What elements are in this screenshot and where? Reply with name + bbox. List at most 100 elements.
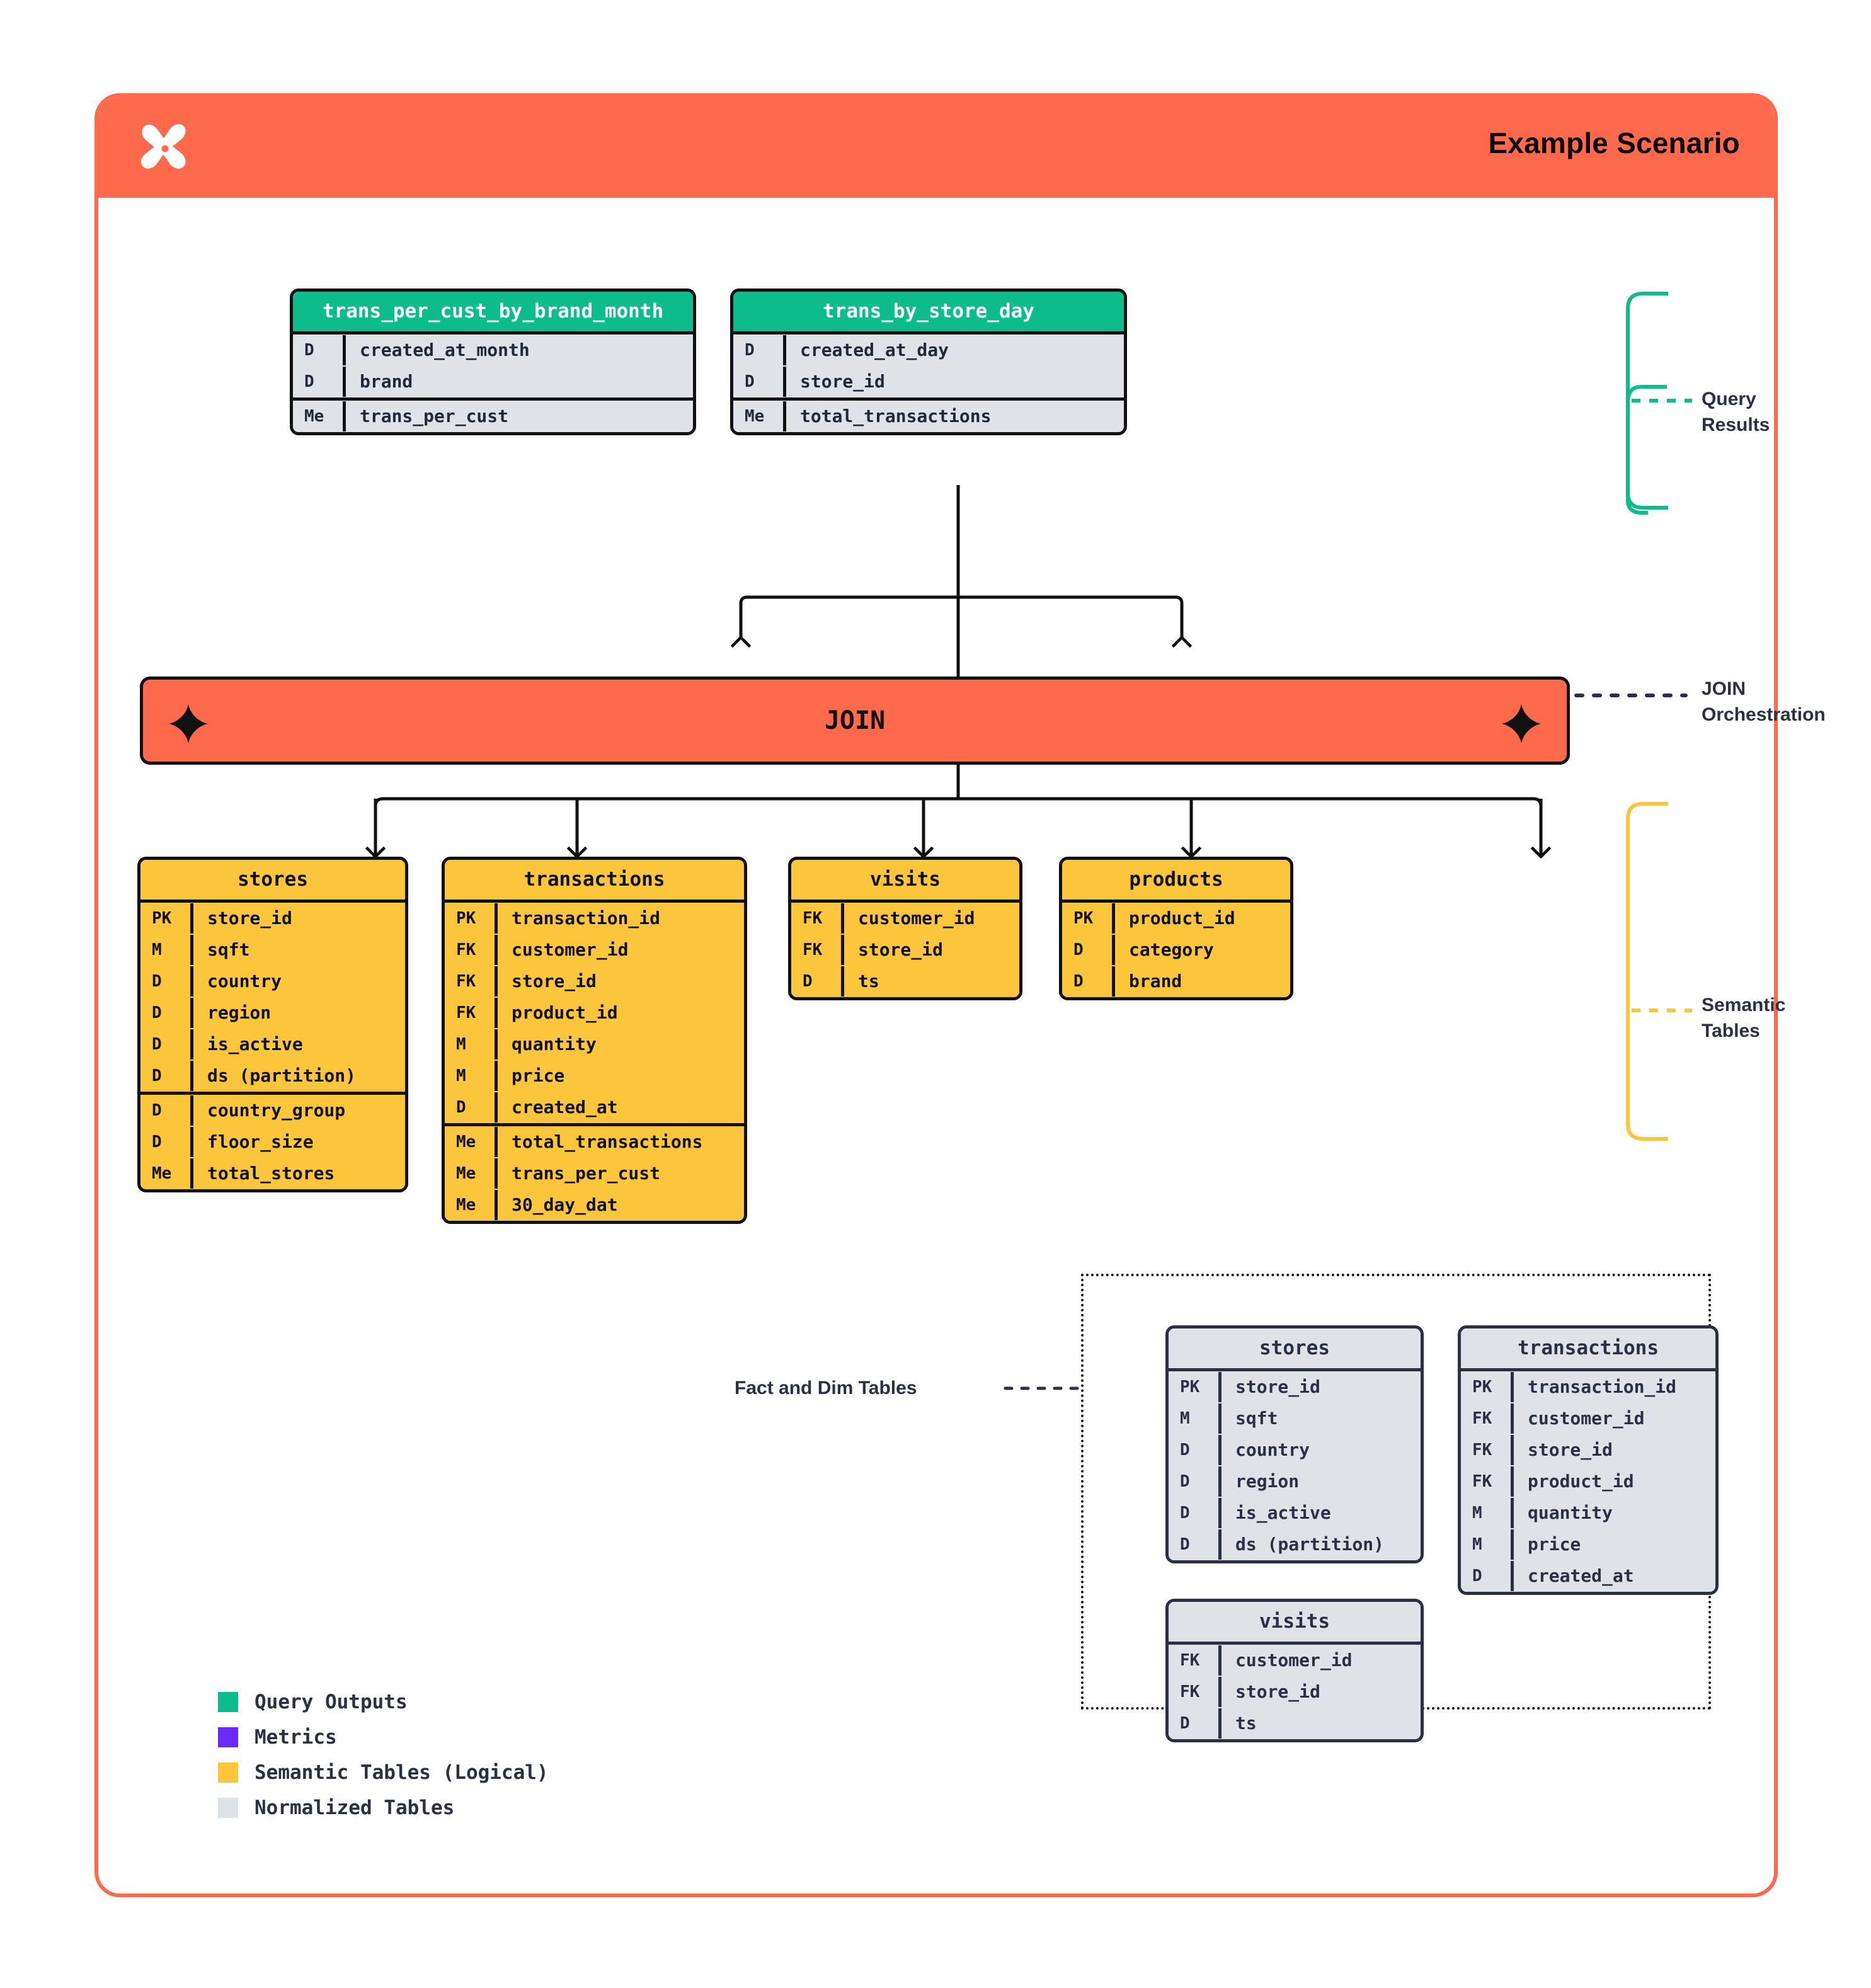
table-row: D created_at_day [733,334,1124,366]
annotation-line-1: JOIN [1702,678,1746,699]
annotation-fact-and-dim: Fact and Dim Tables [735,1378,917,1398]
legend-swatch-normalized-tables [218,1798,238,1818]
field-kind: D [445,1092,498,1123]
field-name: trans_per_cust [512,1162,661,1184]
table-row: D created_at_month [293,334,693,366]
field-kind: D [140,1095,193,1126]
field-name: store_id [207,907,292,928]
connector-edges [365,292,1692,1390]
table-title: stores [1169,1328,1421,1368]
field-name: sqft [1235,1407,1278,1429]
legend-item: Query Outputs [218,1691,549,1713]
field-kind: D [1062,934,1115,965]
table-title: stores [140,860,405,900]
field-kind: FK [445,934,498,965]
field-kind: PK [140,903,193,934]
field-name: store_id [1235,1681,1320,1702]
field-kind: Me [140,1158,193,1189]
join-label: JOIN [824,706,886,735]
field-name: country [1235,1439,1310,1460]
field-kind: D [293,366,346,397]
annotation-line-2: Tables [1702,1020,1760,1041]
field-name: region [1235,1470,1300,1492]
field-kind: Me [293,401,346,431]
table-metric-rows: Me trans_per_cust [293,397,693,432]
field-kind: Me [445,1158,498,1189]
diagram-frame: Example Scenario [94,93,1826,1897]
table-title: trans_per_cust_by_brand_month [293,292,693,331]
field-kind: D [791,966,844,997]
field-name: country_group [207,1099,346,1121]
field-name: ds (partition) [207,1065,357,1086]
field-name: store_id [512,970,597,991]
field-kind: Me [445,1189,498,1220]
butterfly-x-logo-icon [136,120,194,178]
field-kind: D [140,1029,193,1060]
field-name: ts [858,970,879,991]
field-kind: M [445,1029,498,1060]
field-name: trans_per_cust [360,405,509,426]
field-name: price [512,1065,565,1086]
field-kind: PK [1062,903,1115,934]
table-title: transactions [1461,1328,1715,1368]
table-title: products [1062,860,1290,900]
field-kind: M [1461,1497,1514,1528]
field-kind: FK [445,997,498,1028]
field-kind: M [1169,1403,1222,1434]
table-row: Me trans_per_cust [445,1158,744,1189]
table-row: D store_id [733,366,1124,397]
field-kind: D [1062,966,1115,997]
annotation-line-2: Orchestration [1702,704,1826,725]
field-name: quantity [512,1033,597,1054]
field-name: transaction_id [1528,1376,1677,1397]
table-rows: D created_at_month D brand [293,331,693,397]
field-kind: D [140,1060,193,1091]
field-name: country [207,970,282,991]
field-name: total_transactions [800,405,992,426]
field-name: product_id [1129,907,1235,928]
legend-label: Metrics [255,1726,337,1749]
frame-header: Example Scenario [98,97,1774,198]
join-orchestration-bar[interactable]: JOIN [140,677,1570,765]
table-title: transactions [445,860,744,900]
field-kind: D [140,997,193,1028]
field-kind: D [140,966,193,997]
field-kind: FK [791,903,844,934]
field-name: customer_id [1528,1407,1645,1429]
field-kind: M [140,934,193,965]
field-kind: D [293,334,346,365]
field-name: price [1528,1533,1581,1555]
field-kind: M [445,1060,498,1091]
field-name: brand [360,370,413,392]
table-row: PK store_id [140,903,405,934]
field-kind: FK [1169,1645,1222,1676]
